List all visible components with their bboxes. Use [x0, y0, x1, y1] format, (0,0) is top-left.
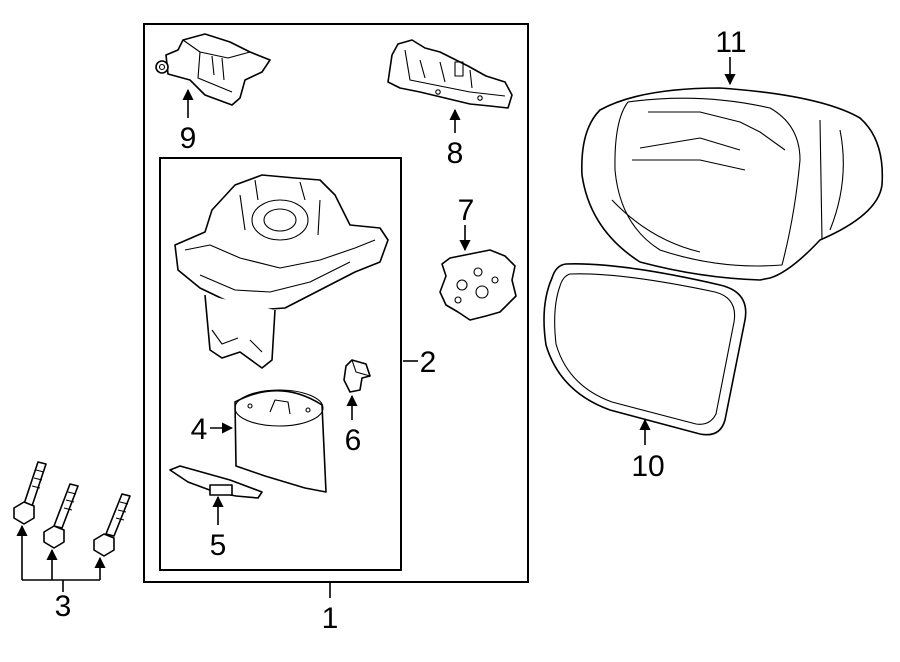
part-2-base-drawing [174, 174, 389, 369]
part-7-drawing [439, 249, 517, 321]
part-8-drawing [387, 39, 513, 109]
part-6-drawing [343, 359, 371, 393]
mirror-assembly-frame [143, 23, 529, 583]
callout-2-label: 2 [420, 346, 437, 379]
callout-1-label: 1 [322, 602, 339, 635]
callout-3-label: 3 [55, 590, 72, 623]
callout-11-label: 11 [715, 26, 746, 59]
part-11-drawing [581, 87, 884, 281]
callout-7-label: 7 [458, 194, 475, 227]
callout-9-label: 9 [180, 122, 197, 155]
mirror-housing-assembly-frame [159, 157, 402, 571]
part-5-drawing [169, 465, 263, 499]
callout-4-label: 4 [191, 413, 208, 446]
part-3-bolts-drawing [13, 461, 131, 557]
callout-5-label: 5 [210, 529, 227, 562]
callout-8-label: 8 [447, 137, 464, 170]
callout-6-label: 6 [345, 424, 362, 457]
callout-10-label: 10 [631, 450, 664, 483]
part-4-drawing [234, 389, 327, 493]
part-9-drawing [155, 33, 271, 106]
part-10-drawing [543, 263, 747, 436]
